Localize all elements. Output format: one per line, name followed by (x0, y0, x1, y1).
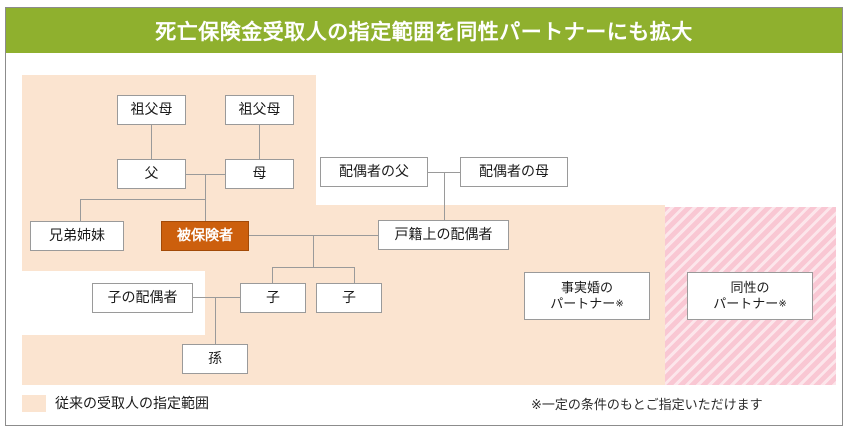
connector-to-child-2 (354, 267, 355, 283)
connector-parents-to-siblings-h (80, 199, 206, 200)
common-law-partner-line1: 事実婚の (560, 279, 613, 295)
connector-marriage-to-children-v (313, 235, 314, 267)
common-law-partner-line2: パートナー (550, 296, 616, 311)
connector-parents-to-insured (205, 174, 206, 222)
header-bar: 死亡保険金受取人の指定範囲を同性パートナーにも拡大 (6, 8, 842, 53)
legend: 従来の受取人の指定範囲 (22, 393, 209, 413)
legend-label: 従来の受取人の指定範囲 (55, 395, 209, 411)
connector-parents-to-siblings-v (80, 199, 81, 222)
same-sex-partner-asterisk: ※ (778, 298, 787, 310)
same-sex-partner-line2: パートナー (713, 296, 779, 311)
node-insured[interactable]: 被保険者 (161, 221, 249, 251)
node-child-spouse[interactable]: 子の配偶者 (92, 283, 193, 313)
connector-grandparents-paternal-to-father (151, 125, 152, 160)
node-grandparents-maternal[interactable]: 祖父母 (225, 95, 294, 125)
node-same-sex-partner[interactable]: 同性の パートナー※ (687, 272, 813, 320)
connector-to-child-1 (272, 267, 273, 283)
node-legal-spouse[interactable]: 戸籍上の配偶者 (378, 220, 509, 250)
node-child-2[interactable]: 子 (316, 283, 382, 313)
legend-swatch-legacy-scope (22, 394, 46, 412)
node-siblings[interactable]: 兄弟姉妹 (30, 221, 124, 251)
node-grandparents-paternal[interactable]: 祖父母 (117, 95, 186, 125)
connector-grandparents-maternal-to-mother (259, 125, 260, 160)
node-spouse-mother[interactable]: 配偶者の母 (460, 157, 568, 187)
page-title: 死亡保険金受取人の指定範囲を同性パートナーにも拡大 (155, 20, 693, 44)
node-child-1[interactable]: 子 (240, 283, 306, 313)
connector-children-bar (272, 267, 354, 268)
connector-child-to-child-spouse (192, 297, 245, 298)
node-grandchild[interactable]: 孫 (182, 344, 248, 374)
same-sex-partner-line1: 同性の (730, 279, 770, 295)
footnote: ※一定の条件のもとご指定いただけます (531, 397, 763, 412)
connector-child-to-grandchild-v (215, 297, 216, 345)
node-mother[interactable]: 母 (225, 159, 294, 189)
common-law-partner-asterisk: ※ (615, 298, 624, 310)
node-common-law-partner[interactable]: 事実婚の パートナー※ (524, 272, 650, 320)
node-spouse-father[interactable]: 配偶者の父 (320, 157, 428, 187)
node-father[interactable]: 父 (117, 159, 186, 189)
connector-spouse-parents-to-spouse (444, 172, 445, 220)
